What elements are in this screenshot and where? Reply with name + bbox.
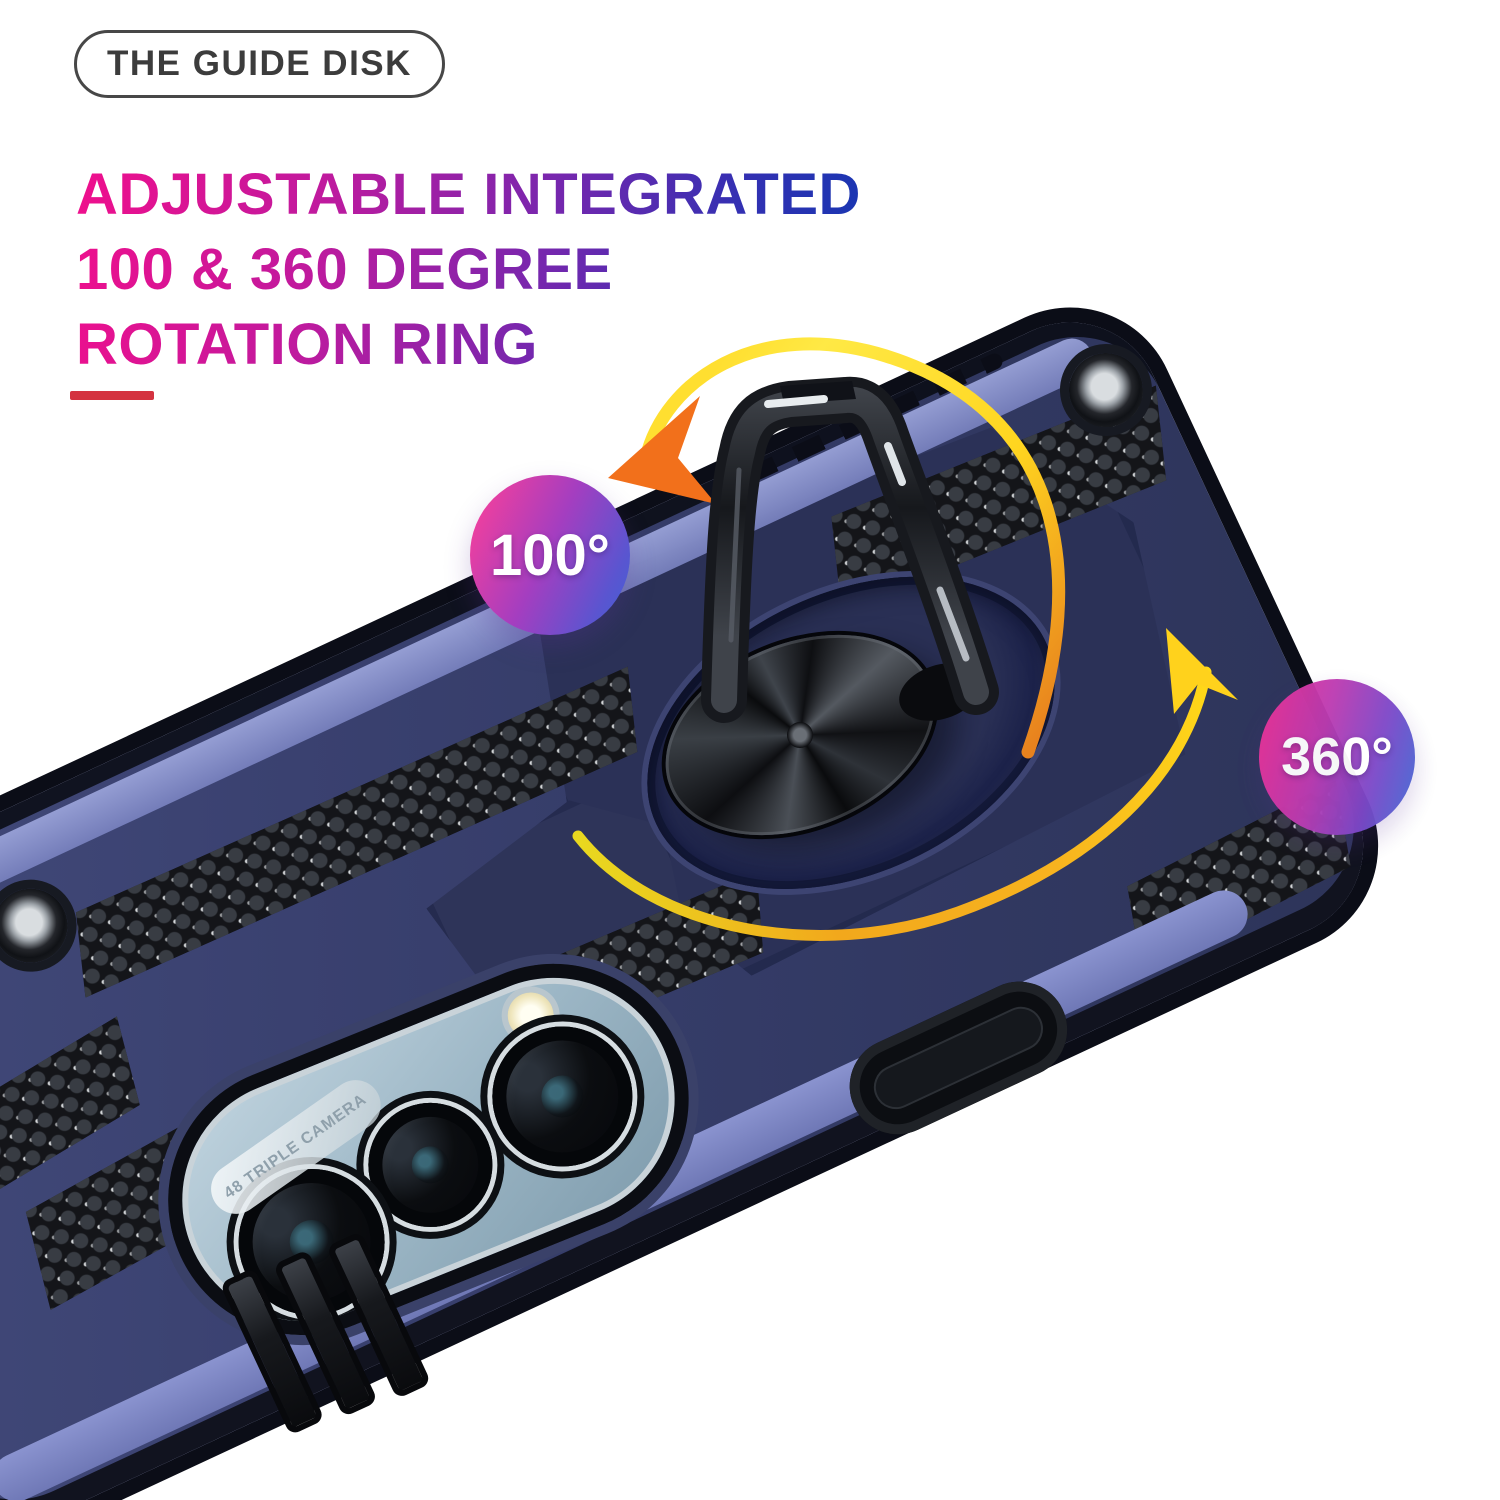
metal-glint (764, 395, 828, 408)
badge-360-degree: 360° (1259, 679, 1415, 835)
metal-glint (936, 586, 970, 662)
arrow-head-100-icon (608, 396, 716, 504)
badge-100-degree: 100° (470, 475, 630, 635)
headline-line-2: 100 & 360 DEGREE (76, 236, 613, 302)
headline-line-1: ADJUSTABLE INTEGRATED (76, 161, 861, 227)
brand-pill: THE GUIDE DISK (74, 30, 445, 98)
headline-line-3: ROTATION RING (76, 311, 538, 377)
rotation-arrow-lower (572, 666, 1212, 941)
brand-pill-label: THE GUIDE DISK (107, 44, 412, 83)
metal-glint (884, 442, 906, 486)
arrow-head-360-icon (1166, 628, 1238, 714)
headline: ADJUSTABLE INTEGRATED 100 & 360 DEGREE R… (76, 157, 876, 382)
badge-100-label: 100° (490, 522, 610, 588)
accent-dash (70, 391, 154, 400)
rotation-arrow-upper (639, 337, 1066, 759)
metal-glint (728, 467, 742, 643)
badge-360-label: 360° (1281, 727, 1393, 787)
